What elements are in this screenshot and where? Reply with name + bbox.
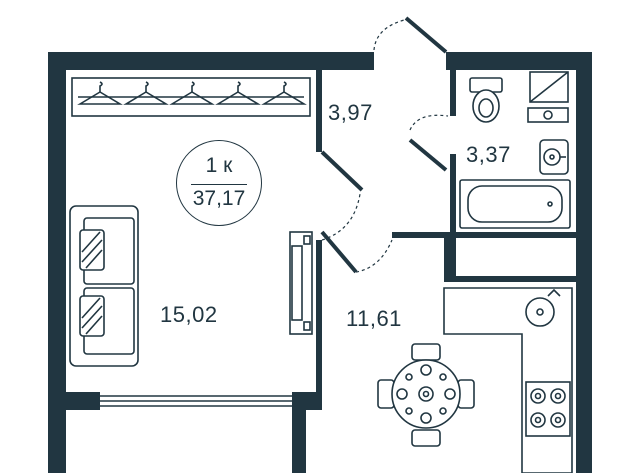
bathtub-icon xyxy=(459,179,571,229)
wardrobe xyxy=(71,77,311,117)
sofa-icon xyxy=(69,205,139,367)
hanger-icon-3 xyxy=(169,81,215,105)
entrance-door xyxy=(373,16,448,54)
water-heater-icon xyxy=(527,71,569,123)
total-area-label: 37,17 xyxy=(192,187,246,210)
hanger-icon-1 xyxy=(77,81,123,105)
apartment-badge: 1 к 37,17 xyxy=(176,140,262,226)
window xyxy=(100,395,292,407)
hanger-icon-2 xyxy=(123,81,169,105)
living-room-area: 15,02 xyxy=(160,302,218,327)
stove-icon xyxy=(525,381,571,437)
hallway-area: 3,97 xyxy=(328,100,373,125)
kitchen-sink-icon xyxy=(525,288,561,327)
walls xyxy=(48,52,592,473)
hanger-icon-4 xyxy=(215,81,261,105)
kitchen-door xyxy=(320,230,393,274)
hanger-icon-5 xyxy=(261,81,307,105)
badge-divider xyxy=(191,184,247,185)
bathroom-area: 3,37 xyxy=(466,142,511,167)
rooms-count-label: 1 к xyxy=(205,154,233,177)
living-room-door xyxy=(320,150,364,241)
sink-icon xyxy=(539,139,569,175)
tv-stand-icon xyxy=(289,231,313,335)
dining-table-icon xyxy=(377,343,475,447)
kitchen-area: 11,61 xyxy=(346,306,402,331)
toilet-icon xyxy=(469,77,503,123)
bathroom-door-swing xyxy=(408,114,449,172)
